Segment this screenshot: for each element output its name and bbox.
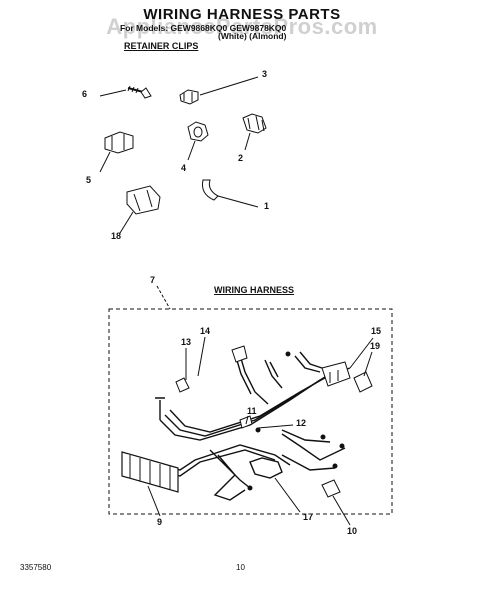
callout-18: 18 <box>111 231 122 241</box>
retainer-clips-heading: RETAINER CLIPS <box>124 41 199 51</box>
callout-12: 12 <box>296 418 307 428</box>
document-number: 3357580 <box>20 563 52 572</box>
grommet-part-18 <box>119 185 161 234</box>
clip-part-5 <box>99 131 134 173</box>
callout-2: 2 <box>238 153 244 163</box>
page-title: WIRING HARNESS PARTS <box>143 6 341 23</box>
callout-7: 7 <box>150 275 156 285</box>
callout-4: 4 <box>181 163 187 173</box>
harness-boundary <box>108 308 393 515</box>
callout-3: 3 <box>262 69 268 79</box>
callout-19: 19 <box>370 341 381 351</box>
screw-part-6 <box>99 85 152 99</box>
page-number: 10 <box>236 563 245 572</box>
callout-1: 1 <box>264 201 270 211</box>
callout-13: 13 <box>181 337 192 347</box>
clip-part-4 <box>187 121 209 161</box>
models-line: For Models: GEW9868KQ0 GEW9878KQ0 <box>120 23 287 33</box>
callout-11: 11 <box>247 406 257 416</box>
callout-5: 5 <box>86 175 92 185</box>
callout-6: 6 <box>82 89 88 99</box>
callout-15: 15 <box>371 326 382 336</box>
callout-9: 9 <box>157 517 163 527</box>
wiring-harness-heading: WIRING HARNESS <box>214 285 295 295</box>
color-line: (White) (Almond) <box>218 31 287 41</box>
clip-part-1 <box>202 179 259 208</box>
watermark: AppliancePartsPros.com <box>106 14 378 39</box>
callout-10: 10 <box>347 526 358 536</box>
callout-14: 14 <box>200 326 211 336</box>
clip-part-2 <box>242 113 267 151</box>
clip-part-3 <box>179 76 259 105</box>
callout-17: 17 <box>303 512 314 522</box>
